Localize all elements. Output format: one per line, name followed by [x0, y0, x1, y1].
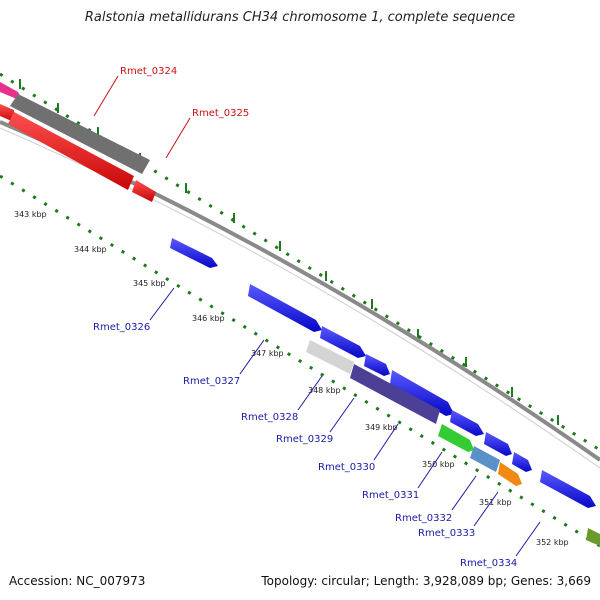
kbp-tick-label: 348 kbp	[308, 386, 341, 395]
gene-label[interactable]: Rmet_0329	[276, 434, 333, 445]
gene-arrow-orange[interactable]	[498, 462, 522, 486]
accession-text: Accession: NC_007973	[9, 574, 146, 588]
gene-arrow-Rmet_0328[interactable]	[320, 326, 366, 358]
gene-leader-line	[93, 75, 119, 117]
gene-leader-line	[329, 397, 355, 433]
kbp-tick-label: 347 kbp	[251, 349, 284, 358]
gene-arrow-olive[interactable]	[586, 528, 600, 546]
gene-arrow-purple[interactable]	[350, 364, 440, 424]
gene-arrow-light-grey[interactable]	[306, 340, 354, 374]
kbp-tick-label: 345 kbp	[133, 279, 166, 288]
kbp-tick-label: 352 kbp	[536, 538, 569, 547]
gene-label[interactable]: Rmet_0334	[460, 558, 517, 569]
tick-track-inner	[0, 174, 600, 548]
gene-leader-line	[451, 475, 477, 511]
gene-arrow-Rmet_0327[interactable]	[248, 284, 322, 332]
gene-leader-line	[297, 375, 323, 411]
gene-label[interactable]: Rmet_0332	[395, 513, 452, 524]
kbp-tick-label: 344 kbp	[74, 245, 107, 254]
gene-arrow-Rmet_0330[interactable]	[450, 410, 484, 436]
kbp-tick-label: 349 kbp	[365, 423, 398, 432]
gene-label[interactable]: Rmet_0324	[120, 66, 177, 77]
gene-label[interactable]: Rmet_0325	[192, 108, 249, 119]
gene-leader-line	[165, 117, 191, 159]
gene-label[interactable]: Rmet_0328	[241, 412, 298, 423]
gene-arrow-Rmet_0326[interactable]	[170, 238, 218, 268]
gene-arrow-Rmet_0324[interactable]	[10, 94, 150, 174]
gene-leader-line	[373, 423, 399, 461]
gene-arrow-steel-blue[interactable]	[470, 446, 500, 472]
gene-arrow-Rmet_0325b[interactable]	[132, 180, 156, 202]
gene-leader-line	[417, 451, 443, 489]
backbone	[0, 120, 600, 469]
kbp-tick-label: 346 kbp	[192, 314, 225, 323]
gene-arrow-Rmet_0328b[interactable]	[364, 354, 390, 376]
gene-arrow-Rmet_0329[interactable]	[390, 370, 454, 416]
gene-label[interactable]: Rmet_0327	[183, 376, 240, 387]
gene-leader-line	[239, 339, 265, 375]
gene-arrow-Rmet_0325a[interactable]	[0, 104, 134, 190]
map-title: Ralstonia metallidurans CH34 chromosome …	[84, 10, 516, 25]
kbp-tick-label: 350 kbp	[422, 460, 455, 469]
gene-leader-line	[149, 287, 175, 321]
gene-arrow-Rmet_0334[interactable]	[540, 470, 596, 508]
gene-arrow-Rmet_0331[interactable]	[484, 432, 512, 456]
gene-labels: Rmet_0324Rmet_0325Rmet_0326Rmet_0327Rmet…	[93, 66, 541, 569]
gene-label[interactable]: Rmet_0326	[93, 322, 150, 333]
kbp-tick-label: 351 kbp	[479, 498, 512, 507]
gene-arrow-green[interactable]	[438, 424, 474, 452]
gene-label[interactable]: Rmet_0331	[362, 490, 419, 501]
topology-text: Topology: circular; Length: 3,928,089 bp…	[261, 574, 591, 588]
gene-leader-line	[473, 491, 499, 527]
gene-arrow-Rmet_0332[interactable]	[512, 452, 532, 472]
kbp-tick-label: 343 kbp	[14, 210, 47, 219]
gene-label[interactable]: Rmet_0330	[318, 462, 375, 473]
gene-leader-line	[515, 521, 541, 557]
gene-label[interactable]: Rmet_0333	[418, 528, 475, 539]
kbp-labels: 343 kbp 344 kbp 345 kbp 346 kbp 347 kbp 348 k…	[14, 210, 569, 547]
